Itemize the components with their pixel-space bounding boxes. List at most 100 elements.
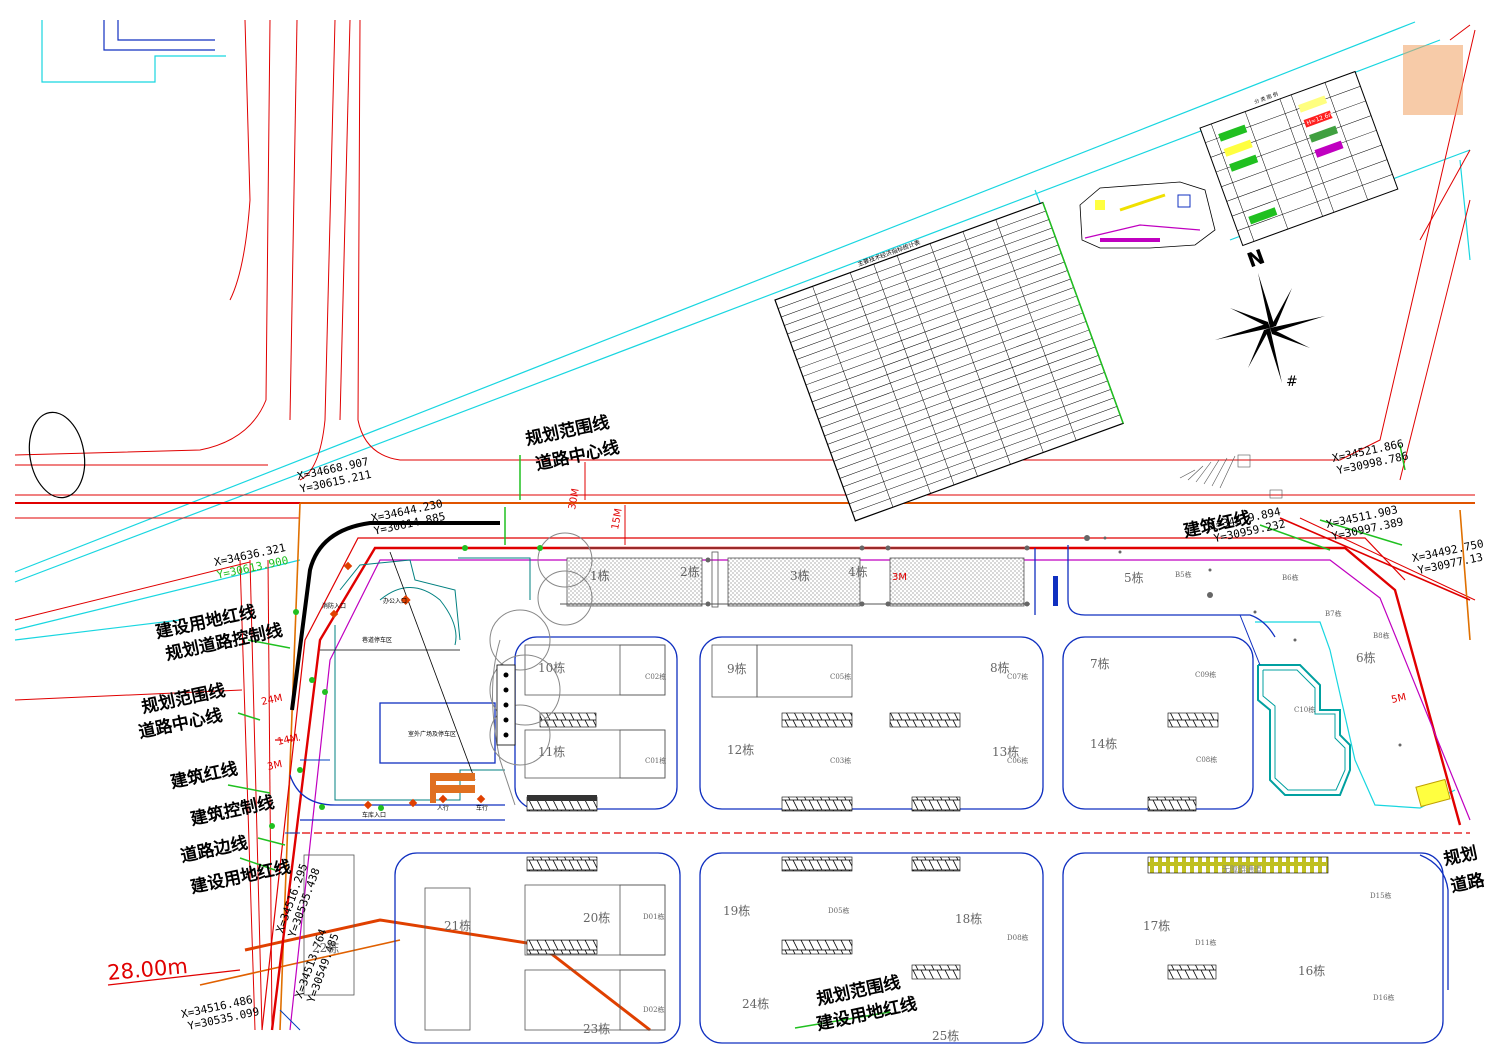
block-code-label: C10栋 — [1294, 705, 1315, 714]
entry-markers — [329, 561, 486, 810]
blue-leaders — [279, 759, 330, 1031]
parking-stalls — [526, 712, 1329, 980]
building-label: 19栋 — [723, 903, 750, 918]
block-code-label: D02栋 — [643, 1005, 665, 1014]
dist-3m-b: 3M — [892, 572, 907, 583]
building-label: 14栋 — [1090, 736, 1117, 751]
office-axes — [320, 551, 476, 781]
table-col-line — [1324, 82, 1368, 201]
block-code-label: D01栋 — [643, 912, 665, 921]
turning-circles — [489, 532, 593, 806]
table-row-line — [827, 346, 1096, 445]
teal-clubhouse-inner — [1262, 669, 1346, 791]
dist-3m: 3M — [266, 759, 283, 773]
block-code-label: C03栋 — [830, 756, 851, 765]
table-col-line — [1290, 94, 1335, 213]
outdoor-parking-label: 室外广场及停车区 — [408, 730, 456, 738]
vehicle-label: 车行 — [476, 804, 488, 812]
block-code-label: C09栋 — [1195, 670, 1216, 679]
table-row-line — [818, 321, 1087, 420]
building-outlines — [303, 551, 853, 1031]
office-plaza — [334, 557, 531, 801]
building-label: 1栋 — [590, 568, 610, 583]
block-code-label: B6栋 — [1282, 573, 1299, 582]
block-code-label: D16栋 — [1373, 993, 1395, 1002]
red-road-lines — [14, 19, 1476, 1031]
building-label: 21栋 — [444, 918, 471, 933]
table-row-line — [796, 261, 1065, 360]
building-label: 13栋 — [992, 744, 1019, 759]
table-row-line — [781, 219, 1050, 318]
building-label: 8栋 — [990, 660, 1010, 675]
table-row-line — [802, 278, 1071, 377]
tree-dots — [705, 535, 1402, 747]
dimension-28m: 28.00m — [106, 954, 188, 985]
callout-left-jianzhu-kong: 建筑控制线 — [189, 792, 277, 830]
table-row-line — [787, 236, 1056, 335]
table-row-line — [808, 295, 1077, 394]
red-dashed-lines — [275, 739, 1470, 834]
building-label: 7栋 — [1090, 656, 1110, 671]
building-label: 6栋 — [1356, 650, 1376, 665]
table-col-line — [995, 219, 1077, 441]
callout-edge-guihua: 规划 — [1442, 842, 1480, 870]
building-label: 23栋 — [583, 1021, 610, 1036]
block-code-label: C05栋 — [830, 672, 851, 681]
building-label: 18栋 — [955, 911, 982, 926]
pedestrian-label: 人行 — [437, 804, 449, 812]
building-label: 17栋 — [1143, 918, 1170, 933]
dist-30m: 30M — [567, 488, 582, 511]
dist-24m: 24M — [260, 693, 283, 708]
black-access-road — [290, 521, 500, 711]
table-row-line — [839, 380, 1108, 479]
table-col-line — [896, 255, 978, 477]
block-code-label: B8栋 — [1373, 631, 1390, 640]
orange-mass — [430, 773, 475, 803]
block-code-label: C02栋 — [645, 672, 666, 681]
road-hatch — [1179, 454, 1283, 499]
yellow-pavilion — [1415, 778, 1451, 808]
dist-14m: 14M — [276, 733, 299, 748]
table-row-line — [1237, 174, 1393, 232]
table-row-line — [778, 210, 1046, 309]
table-row-line — [830, 355, 1099, 454]
bike-rack — [527, 795, 597, 801]
table-row-line — [799, 270, 1068, 369]
block-code-label: C08栋 — [1196, 755, 1217, 764]
building-label: 22栋 — [312, 940, 339, 955]
lane-parking-label: 巷道停车区 — [362, 636, 392, 644]
table-row-line — [833, 363, 1102, 462]
table-col-line — [1279, 98, 1323, 217]
block-code-label: C07栋 — [1007, 672, 1028, 681]
teal-clubhouse — [1257, 664, 1351, 796]
building-label: 16栋 — [1298, 963, 1325, 978]
accessible-label: 无障碍通道 — [1222, 864, 1262, 874]
table-col-line — [962, 231, 1044, 453]
block-code-label: C06栋 — [1007, 756, 1028, 765]
table-row-line — [784, 227, 1053, 326]
site-labels: 办公入口 巷道停车区 室外广场及停车区 人行 车行 车库入口 消防入口 无障碍通… — [322, 597, 1262, 874]
table-col-line — [929, 243, 1011, 465]
table-col-line — [1211, 123, 1255, 242]
table-col-line — [849, 272, 931, 494]
table-row-line — [849, 406, 1118, 505]
dist-15m: 15M — [610, 508, 625, 531]
block-code-label: D11栋 — [1195, 938, 1217, 947]
orange-notes — [1403, 45, 1463, 115]
office-entry-label: 办公入口 — [383, 597, 407, 605]
ramp-dots — [503, 672, 509, 738]
table-row-line — [846, 397, 1114, 496]
building-label: 10栋 — [538, 660, 565, 675]
table-row-line — [821, 329, 1090, 428]
stall-lines — [560, 547, 1030, 605]
gate-posts — [1053, 576, 1058, 606]
internal-blocks — [289, 545, 1449, 1044]
key-plan — [1079, 181, 1216, 249]
vehicle-entry-label: 车库入口 — [362, 811, 386, 819]
fire-entry-label: 消防入口 — [322, 602, 346, 610]
table-row-line — [1221, 130, 1377, 187]
block-code-label: D08栋 — [1007, 933, 1029, 942]
